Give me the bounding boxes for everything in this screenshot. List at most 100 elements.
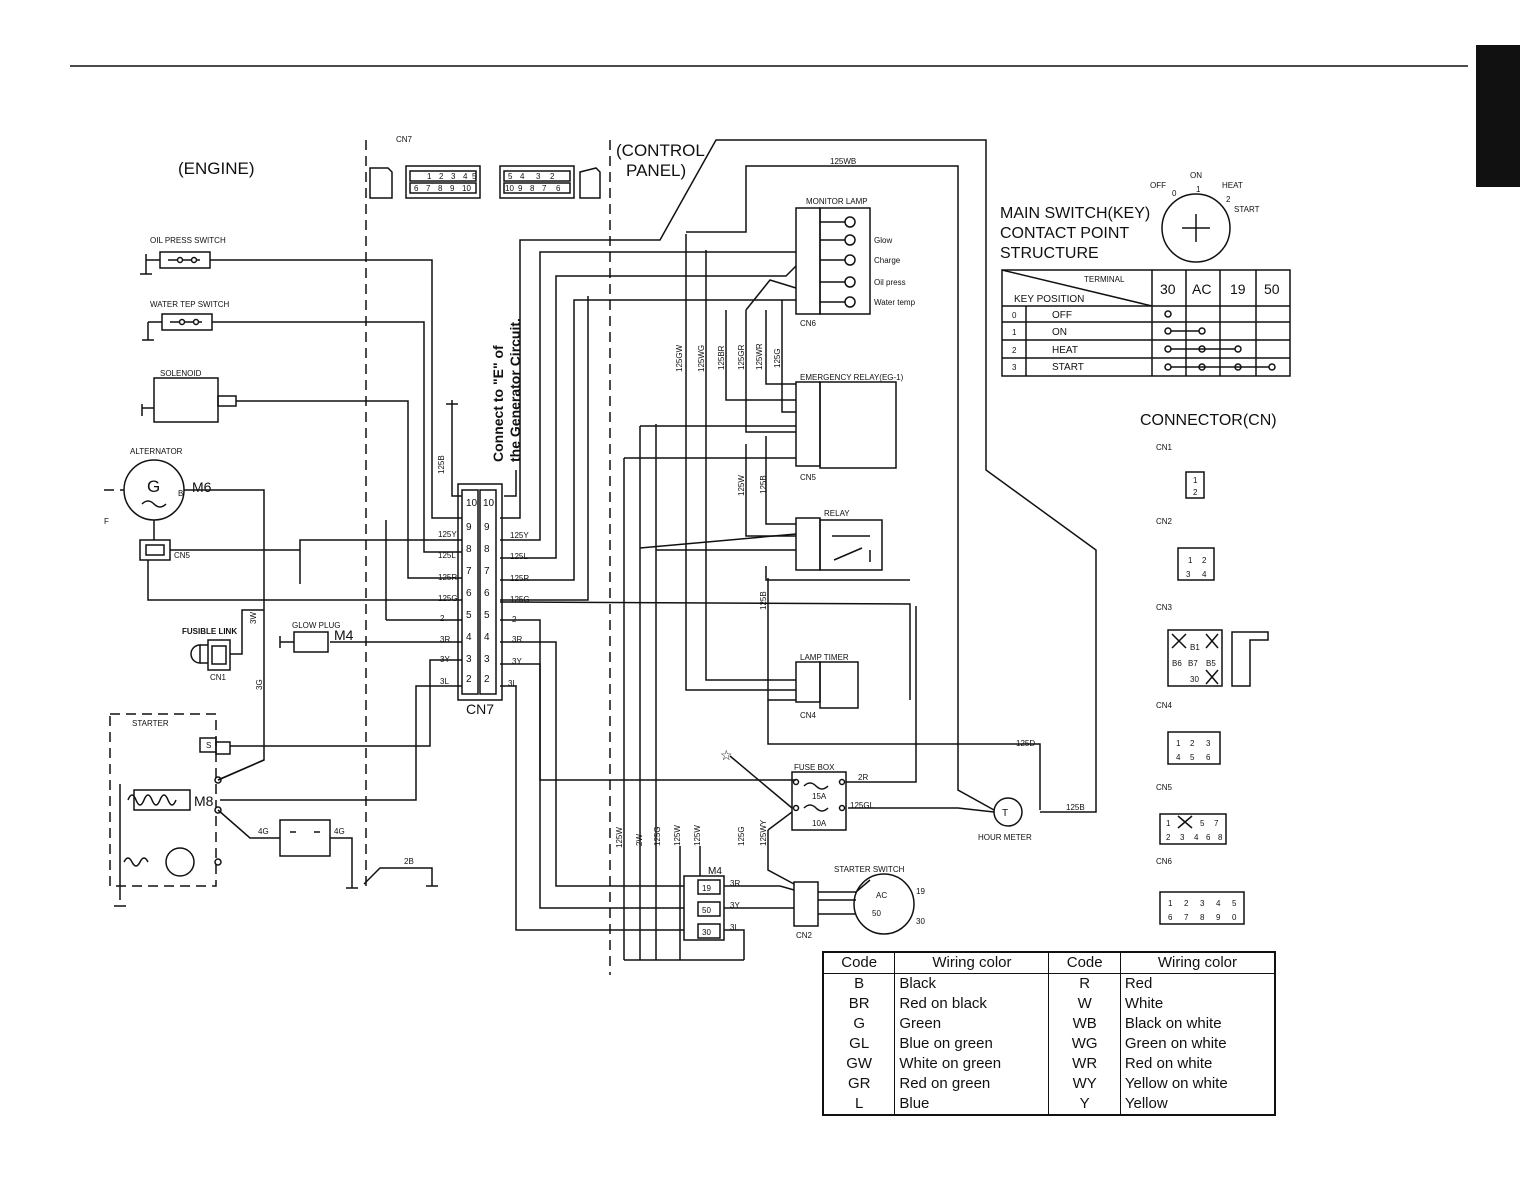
- fuse-wire-2r: 2R: [858, 773, 868, 782]
- main-switch-dial: OFF 0 ON 1 HEAT 2 START: [1150, 171, 1260, 263]
- page-edge-tab: [1476, 45, 1520, 187]
- connector-cn1: CN1 1 2: [1156, 443, 1205, 499]
- terminal-30: 30: [1160, 281, 1176, 297]
- wire-label: 125W: [693, 825, 702, 846]
- connector-cn3: CN3 B1 B6 B7 B5 30: [1156, 603, 1269, 687]
- cn4-pin: 3: [1206, 739, 1211, 748]
- cn7-pin: 6: [414, 184, 419, 193]
- code-cell: GL: [822, 1034, 895, 1054]
- cn7-top-label: CN7: [396, 135, 413, 144]
- cn6-pin: 5: [1232, 899, 1237, 908]
- alternator-label: ALTERNATOR: [130, 447, 183, 456]
- cn7-right-wire: 125L: [510, 552, 528, 561]
- cn5-pin: 4: [1194, 833, 1199, 842]
- cn6-pin: 3: [1200, 899, 1205, 908]
- cn7-left-wire: 125G: [438, 594, 458, 603]
- cn2-pin: 2: [1202, 556, 1207, 565]
- water-temp-switch: [142, 313, 213, 341]
- control-panel-label-1: (CONTROL: [616, 141, 705, 160]
- cn5-pin: 2: [1166, 833, 1171, 842]
- fuse-wire-125gl: 125GL: [850, 801, 875, 810]
- key-row-num: 3: [1012, 363, 1017, 372]
- lamp-charge: Charge: [874, 256, 901, 265]
- cn7-left-wire: 2: [440, 614, 445, 623]
- cn3-label: CN3: [1156, 603, 1173, 612]
- cn5-pin: 6: [1206, 833, 1211, 842]
- connectors-title: CONNECTOR(CN): [1140, 412, 1277, 429]
- m4-pin-50: 50: [702, 906, 711, 915]
- cn5-pin: 5: [1200, 819, 1205, 828]
- cn6-pin: 6: [1168, 913, 1173, 922]
- code-cell: L: [822, 1094, 895, 1115]
- cn6-label: CN6: [1156, 857, 1173, 866]
- key-row-num: 2: [1012, 346, 1017, 355]
- header-wiring-color: Wiring color: [1119, 952, 1275, 974]
- generator-note-2: the Generator Circuit.: [507, 318, 523, 462]
- alternator-connector: CN5: [174, 551, 191, 560]
- connector-cn6: CN6 1 2 3 4 5 6 7 8 9 0: [1156, 857, 1245, 925]
- dial-start: START: [1234, 205, 1260, 214]
- cn7-main-label: CN7: [466, 701, 494, 717]
- cn7-pin: 3: [536, 172, 541, 181]
- cn7-right-pin: 4: [484, 632, 490, 643]
- cn7-left-pin: 2: [466, 674, 472, 685]
- generator-note-1: Connect to "E" of: [490, 345, 506, 462]
- cn3-pin: B1: [1190, 643, 1200, 652]
- fuse-box-label: FUSE BOX: [794, 763, 835, 772]
- cn7-pin: 4: [463, 172, 468, 181]
- starter-terminal-m8: M8: [194, 793, 214, 809]
- fuse-15a: 15A: [812, 792, 827, 801]
- cn7-left-wire: 125R: [438, 573, 457, 582]
- connector-cn4: CN4 1 2 3 4 5 6: [1156, 701, 1221, 765]
- key-position-table: TERMINAL KEY POSITION 30 AC 19 50 0 OFF …: [1001, 269, 1291, 377]
- cn6-pin: 4: [1216, 899, 1221, 908]
- fuse-10a: 10A: [812, 819, 827, 828]
- color-cell: Black on white: [1119, 1014, 1275, 1034]
- code-cell: G: [822, 1014, 895, 1034]
- header-code: Code: [822, 952, 895, 974]
- alternator-symbol: G: [147, 477, 160, 496]
- cn6-pin: 0: [1232, 913, 1237, 922]
- cn7-right-pin: 7: [484, 566, 490, 577]
- cn7-right-pin: 10: [483, 498, 495, 509]
- cn7-left-pin: 8: [466, 544, 472, 555]
- color-cell: Red on black: [894, 994, 1049, 1014]
- cn7-pin: 2: [439, 172, 444, 181]
- cn7-right-pin: 5: [484, 610, 490, 621]
- color-cell: Red on green: [894, 1074, 1049, 1094]
- cn1-label: CN1: [1156, 443, 1173, 452]
- monitor-lamp: Glow Charge Oil press Water temp CN6: [795, 207, 916, 328]
- m4-terminal-block: M4 19 50 30 3R 3Y 3L: [683, 866, 740, 941]
- solenoid: [141, 377, 237, 423]
- glow-plug-terminal: M4: [334, 627, 354, 643]
- color-cell: Green on white: [1119, 1034, 1275, 1054]
- terminal-ac: AC: [1192, 281, 1211, 297]
- ground-wire-2b: 2B: [404, 857, 414, 866]
- wire-label: 125G: [653, 826, 662, 846]
- cn7-right-wire: 125Y: [510, 531, 529, 540]
- hour-meter-label: HOUR METER: [978, 833, 1032, 842]
- table-header-terminal: TERMINAL: [1084, 275, 1125, 284]
- code-cell: WB: [1048, 1014, 1121, 1034]
- cn7-pin: 7: [542, 184, 547, 193]
- cn3-pin: B5: [1206, 659, 1216, 668]
- cn4-pin: 2: [1190, 739, 1195, 748]
- cn7-pin: 8: [530, 184, 535, 193]
- cn7-right-wire: 125R: [510, 574, 529, 583]
- starter-switch: AC 50 19 30 CN2: [793, 873, 925, 940]
- cn4-pin: 5: [1190, 753, 1195, 762]
- lamp-glow: Glow: [874, 236, 892, 245]
- wire-label: 125W: [615, 827, 624, 848]
- cn5-pin: 3: [1180, 833, 1185, 842]
- main-switch-title-3: STRUCTURE: [1000, 245, 1099, 262]
- color-cell: White on green: [894, 1054, 1049, 1074]
- cn2-pin: 1: [1188, 556, 1193, 565]
- lamp-timer-label: LAMP TIMER: [800, 653, 849, 662]
- key-row-num: 1: [1012, 328, 1017, 337]
- starter-switch-ac: AC: [876, 891, 887, 900]
- dial-0: 0: [1172, 189, 1177, 198]
- alternator-terminal-b: B: [178, 489, 183, 498]
- color-cell: Blue on green: [894, 1034, 1049, 1054]
